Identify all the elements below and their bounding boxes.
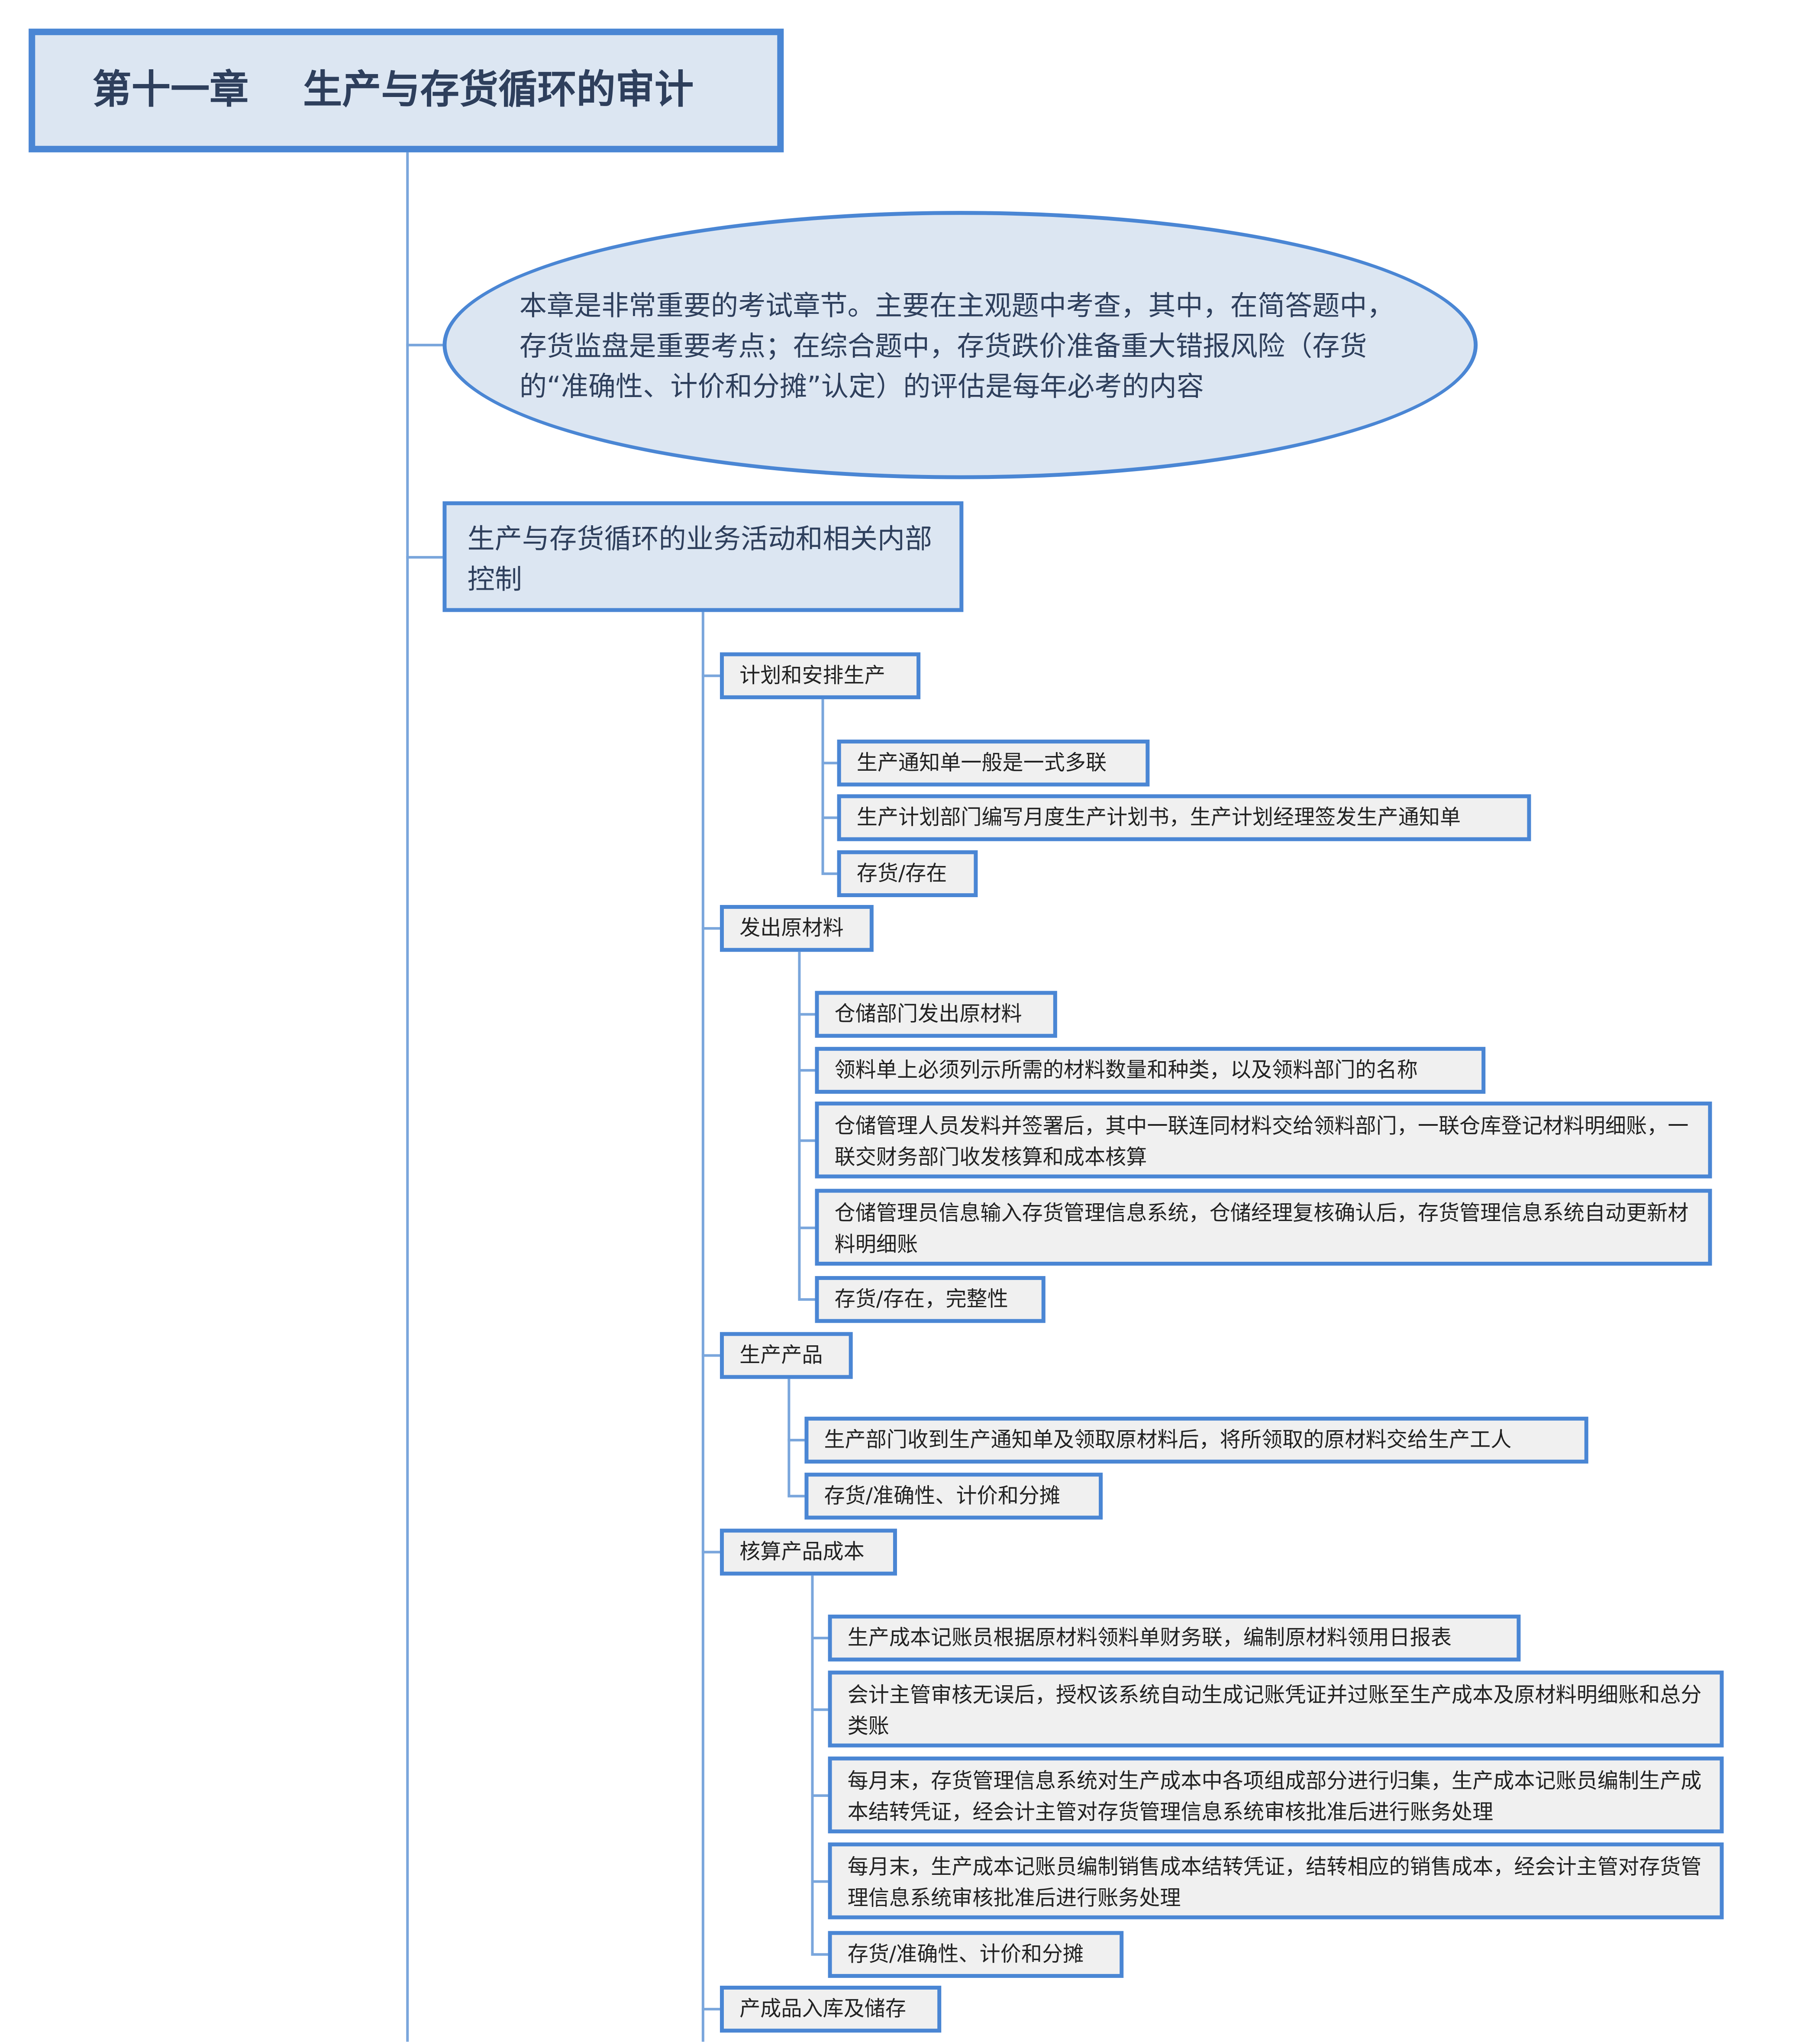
connector-group-1 (821, 699, 824, 874)
connector-stub (811, 1794, 828, 1797)
connector-root (406, 152, 409, 2042)
detail-node[interactable]: 仓储管理员信息输入存货管理信息系统，仓储经理复核确认后，存货管理信息系统自动更新… (815, 1189, 1712, 1266)
chapter-title[interactable]: 第十一章 生产与存货循环的审计 (29, 29, 784, 152)
connector-stub (821, 816, 837, 819)
section-node[interactable]: 生产与存货循环的业务活动和相关内部控制 (442, 501, 964, 612)
activity-node[interactable]: 产成品入库及储存 (720, 1985, 942, 2033)
connector-stub (798, 1226, 815, 1229)
activity-node[interactable]: 生产产品 (720, 1332, 853, 1379)
connector-stub (701, 1354, 720, 1357)
connector-stub (701, 927, 720, 930)
detail-node[interactable]: 会计主管审核无误后，授权该系统自动生成记账凭证并过账至生产成本及原材料明细账和总… (828, 1670, 1724, 1748)
connector-stub (406, 556, 443, 559)
connector-stub (798, 1298, 815, 1301)
activity-node[interactable]: 发出原材料 (720, 905, 874, 952)
connector-group-3 (787, 1379, 791, 1496)
connector-stub (406, 343, 443, 346)
detail-node[interactable]: 领料单上必须列示所需的材料数量和种类，以及领料部门的名称 (815, 1047, 1486, 1094)
connector-stub (811, 1953, 828, 1956)
connector-stub (798, 1069, 815, 1072)
connector-section (701, 612, 704, 2042)
assertion-node[interactable]: 存货/存在，完整性 (815, 1276, 1046, 1323)
connector-stub (821, 872, 837, 875)
connector-group-2 (798, 952, 801, 1300)
detail-node[interactable]: 仓储部门发出原材料 (815, 991, 1057, 1038)
connector-stub (701, 2008, 720, 2011)
activity-node[interactable]: 计划和安排生产 (720, 652, 921, 699)
connector-stub (798, 1013, 815, 1016)
assertion-node[interactable]: 存货/存在 (837, 850, 978, 897)
connector-stub (811, 1637, 828, 1640)
detail-node[interactable]: 生产通知单一般是一式多联 (837, 740, 1150, 787)
detail-node[interactable]: 每月末，存货管理信息系统对生产成本中各项组成部分进行归集，生产成本记账员编制生产… (828, 1756, 1724, 1834)
connector-stub (798, 1139, 815, 1142)
connector-group-4 (811, 1575, 814, 1955)
assertion-node[interactable]: 存货/准确性、计价和分摊 (828, 1931, 1124, 1978)
activity-node[interactable]: 核算产品成本 (720, 1528, 897, 1576)
detail-node[interactable]: 仓储管理人员发料并签署后，其中一联连同材料交给领料部门，一联仓库登记材料明细账，… (815, 1102, 1712, 1179)
connector-stub (811, 1708, 828, 1711)
connector-stub (701, 1551, 720, 1554)
connector-stub (701, 674, 720, 677)
detail-node[interactable]: 生产成本记账员根据原材料领料单财务联，编制原材料领用日报表 (828, 1614, 1521, 1662)
chapter-summary-node[interactable]: 本章是非常重要的考试章节。主要在主观题中考查，其中，在简答题中，存货监盘是重要考… (442, 211, 1478, 479)
detail-node[interactable]: 生产部门收到生产通知单及领取原材料后，将所领取的原材料交给生产工人 (804, 1416, 1588, 1464)
connector-stub (811, 1880, 828, 1883)
connector-stub (787, 1438, 805, 1441)
connector-stub (821, 762, 837, 765)
detail-node[interactable]: 生产计划部门编写月度生产计划书，生产计划经理签发生产通知单 (837, 794, 1531, 841)
detail-node[interactable]: 每月末，生产成本记账员编制销售成本结转凭证，结转相应的销售成本，经会计主管对存货… (828, 1842, 1724, 1919)
assertion-node[interactable]: 存货/准确性、计价和分摊 (804, 1473, 1103, 1520)
connector-stub (787, 1495, 805, 1498)
